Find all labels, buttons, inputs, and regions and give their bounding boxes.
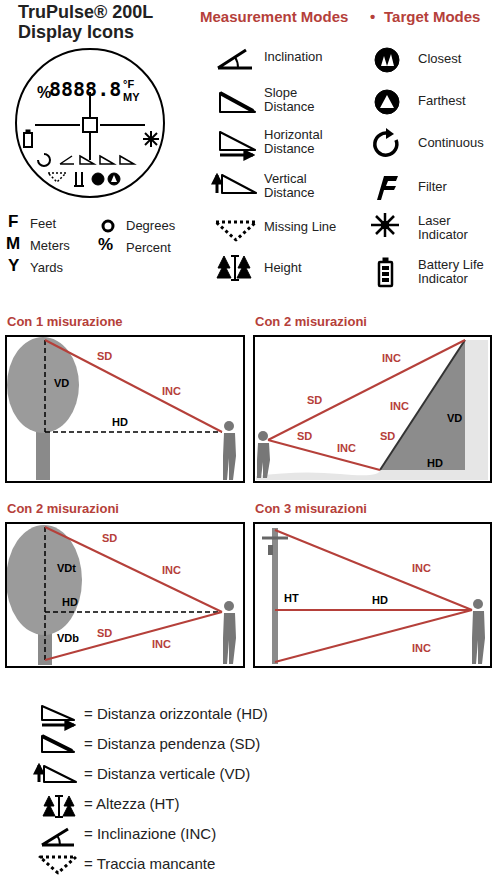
measure-label: INC (162, 385, 181, 398)
scene-panel: Con 2 misurazioniINCSDINCSDVDSDINCHD (253, 335, 492, 483)
legend-text: = Altezza (HT) (84, 795, 179, 812)
unit-label: F (8, 212, 18, 232)
measure-label: HD (112, 416, 128, 429)
measure-label: HD (372, 594, 388, 607)
legend-text: = Distanza verticale (VD) (84, 765, 250, 782)
icon-label: Laser Indicator (418, 214, 488, 243)
title: TruPulse® 200L Display Icons (18, 2, 188, 42)
legend-text: = Traccia mancante (84, 855, 215, 872)
measure-label: VDt (57, 562, 76, 575)
scene-two-measures-tree (6, 525, 236, 665)
legend-entry: = Distanza verticale (VD) (84, 765, 250, 783)
measure-label: INC (337, 442, 356, 455)
unit-label: % (98, 235, 113, 255)
unit-label: M (6, 234, 20, 254)
panel-heading: Con 1 misurazione (7, 315, 123, 330)
icon-label: Slope Distance (264, 86, 342, 115)
measure-label: VDb (57, 632, 79, 645)
measure-label: INC (162, 564, 181, 577)
icon-label: Horizontal Distance (264, 128, 348, 157)
icon-label: Height (264, 261, 302, 276)
scene-two-measures-hill (256, 340, 488, 480)
panel-heading: Con 2 misurazioni (7, 502, 119, 517)
panel-heading: Con 3 misurazioni (255, 502, 367, 517)
legend-entry: = Distanza pendenza (SD) (84, 735, 260, 753)
display-screen: %8888.8°FMY (15, 48, 165, 198)
measure-label: SD (97, 350, 112, 363)
measure-label: SD (380, 430, 395, 443)
scene-panel: Con 3 misurazioniINCHTHDINC (253, 522, 492, 668)
measure-label: HT (284, 592, 299, 605)
unit-label: Feet (30, 217, 56, 232)
measure-label: SD (97, 627, 112, 640)
unit-label: Meters (30, 239, 70, 254)
legend-entry: = Inclinazione (INC) (84, 825, 216, 843)
icon-label: Battery Life Indicator (418, 258, 488, 287)
measure-label: HD (427, 457, 443, 470)
measure-label: INC (412, 562, 431, 575)
icon-label: Continuous (418, 136, 484, 151)
unit-label: Percent (126, 241, 171, 256)
icon-label: Inclination (264, 50, 323, 65)
measure-label: SD (307, 394, 322, 407)
measure-label: HD (62, 596, 78, 609)
scene-panel: Con 1 misurazioneSDVDINCHD (5, 335, 245, 483)
measure-label: VD (54, 377, 69, 390)
display-readout: MY (123, 91, 140, 104)
icon-label: Farthest (418, 94, 466, 109)
measure-label: INC (382, 352, 401, 365)
measure-label: SD (297, 430, 312, 443)
legend-text: = Distanza pendenza (SD) (84, 735, 260, 752)
unit-label: Degrees (126, 219, 175, 234)
icon-label: Missing Line (264, 220, 336, 235)
panel-heading: Con 2 misurazioni (255, 315, 367, 330)
legend-entry: = Distanza orizzontale (HD) (84, 705, 268, 723)
scene-one-measure (7, 337, 236, 480)
display-readout: 8888.8 (49, 78, 121, 101)
degrees-symbol (103, 221, 113, 231)
measure-label: INC (390, 400, 409, 413)
target-icons (371, 48, 399, 286)
measure-label: SD (102, 532, 117, 545)
scene-three-measures-pole (262, 528, 485, 664)
legend-symbols (39, 706, 76, 873)
separator: • (370, 8, 375, 25)
unit-label: Yards (30, 261, 63, 276)
legend-entry: = Traccia mancante (84, 855, 215, 873)
unit-label: Y (8, 256, 19, 276)
measure-label: INC (412, 642, 431, 655)
display-symbols (24, 92, 159, 186)
section-heading: Target Modes (384, 8, 480, 25)
display-readout: °F (123, 78, 134, 91)
icon-label: Closest (418, 52, 461, 67)
scene-panel: Con 2 misurazioniSDVDtINCHDVDbSDINC (5, 522, 245, 668)
section-heading: Measurement Modes (200, 8, 348, 25)
measure-label: VD (447, 412, 462, 425)
legend-text: = Distanza orizzontale (HD) (84, 705, 268, 722)
legend-entry: = Altezza (HT) (84, 795, 179, 813)
icon-label: Vertical Distance (264, 172, 342, 201)
icon-label: Filter (418, 180, 447, 195)
measurement-icons (216, 50, 256, 280)
legend-text: = Inclinazione (INC) (84, 825, 216, 842)
measure-label: INC (152, 638, 171, 651)
